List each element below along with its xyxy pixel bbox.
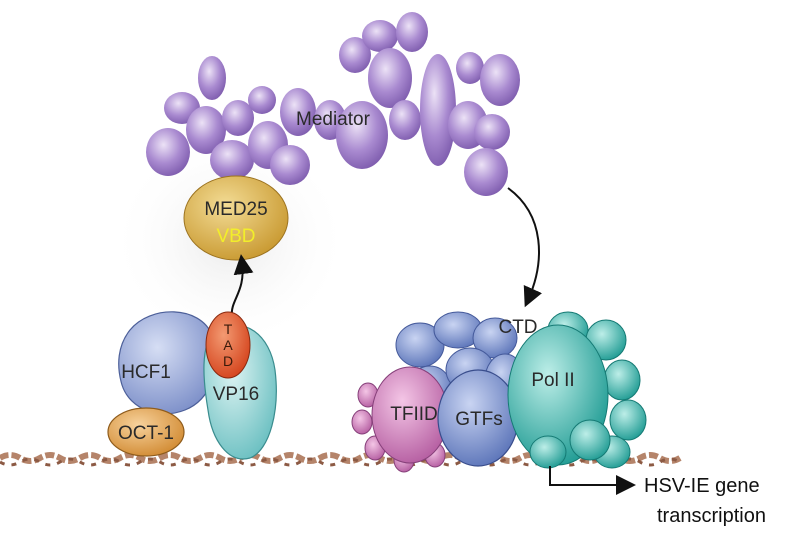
oct1-protein bbox=[107, 407, 185, 457]
pol2-label: Pol II bbox=[531, 370, 574, 391]
tad-letter-t: T bbox=[224, 321, 233, 337]
vbd-label: VBD bbox=[216, 226, 255, 247]
gtfs-label: GTFs bbox=[455, 409, 503, 430]
tad-domain bbox=[205, 311, 251, 379]
med25-label: MED25 bbox=[204, 199, 267, 220]
activation-arrow bbox=[230, 254, 254, 317]
output-label-line1: HSV-IE gene bbox=[644, 475, 760, 497]
mediator-complex bbox=[146, 12, 520, 196]
tfiid-label: TFIID bbox=[390, 404, 438, 425]
mediator-to-ctd-arrow bbox=[507, 187, 543, 308]
tad-letter-d: D bbox=[223, 353, 233, 369]
output-label-line2: transcription bbox=[657, 505, 766, 527]
transcription-arrow bbox=[549, 466, 636, 495]
tad-letter-a: A bbox=[223, 337, 233, 353]
oct1-label: OCT-1 bbox=[118, 423, 174, 444]
vp16-label: VP16 bbox=[213, 384, 259, 405]
mediator-label: Mediator bbox=[296, 109, 371, 130]
tfiid-complex bbox=[351, 366, 449, 473]
pol2-complex bbox=[507, 311, 647, 469]
ctd-label: CTD bbox=[498, 317, 537, 338]
hcf1-label: HCF1 bbox=[121, 362, 171, 383]
hcf1-protein bbox=[118, 311, 217, 415]
